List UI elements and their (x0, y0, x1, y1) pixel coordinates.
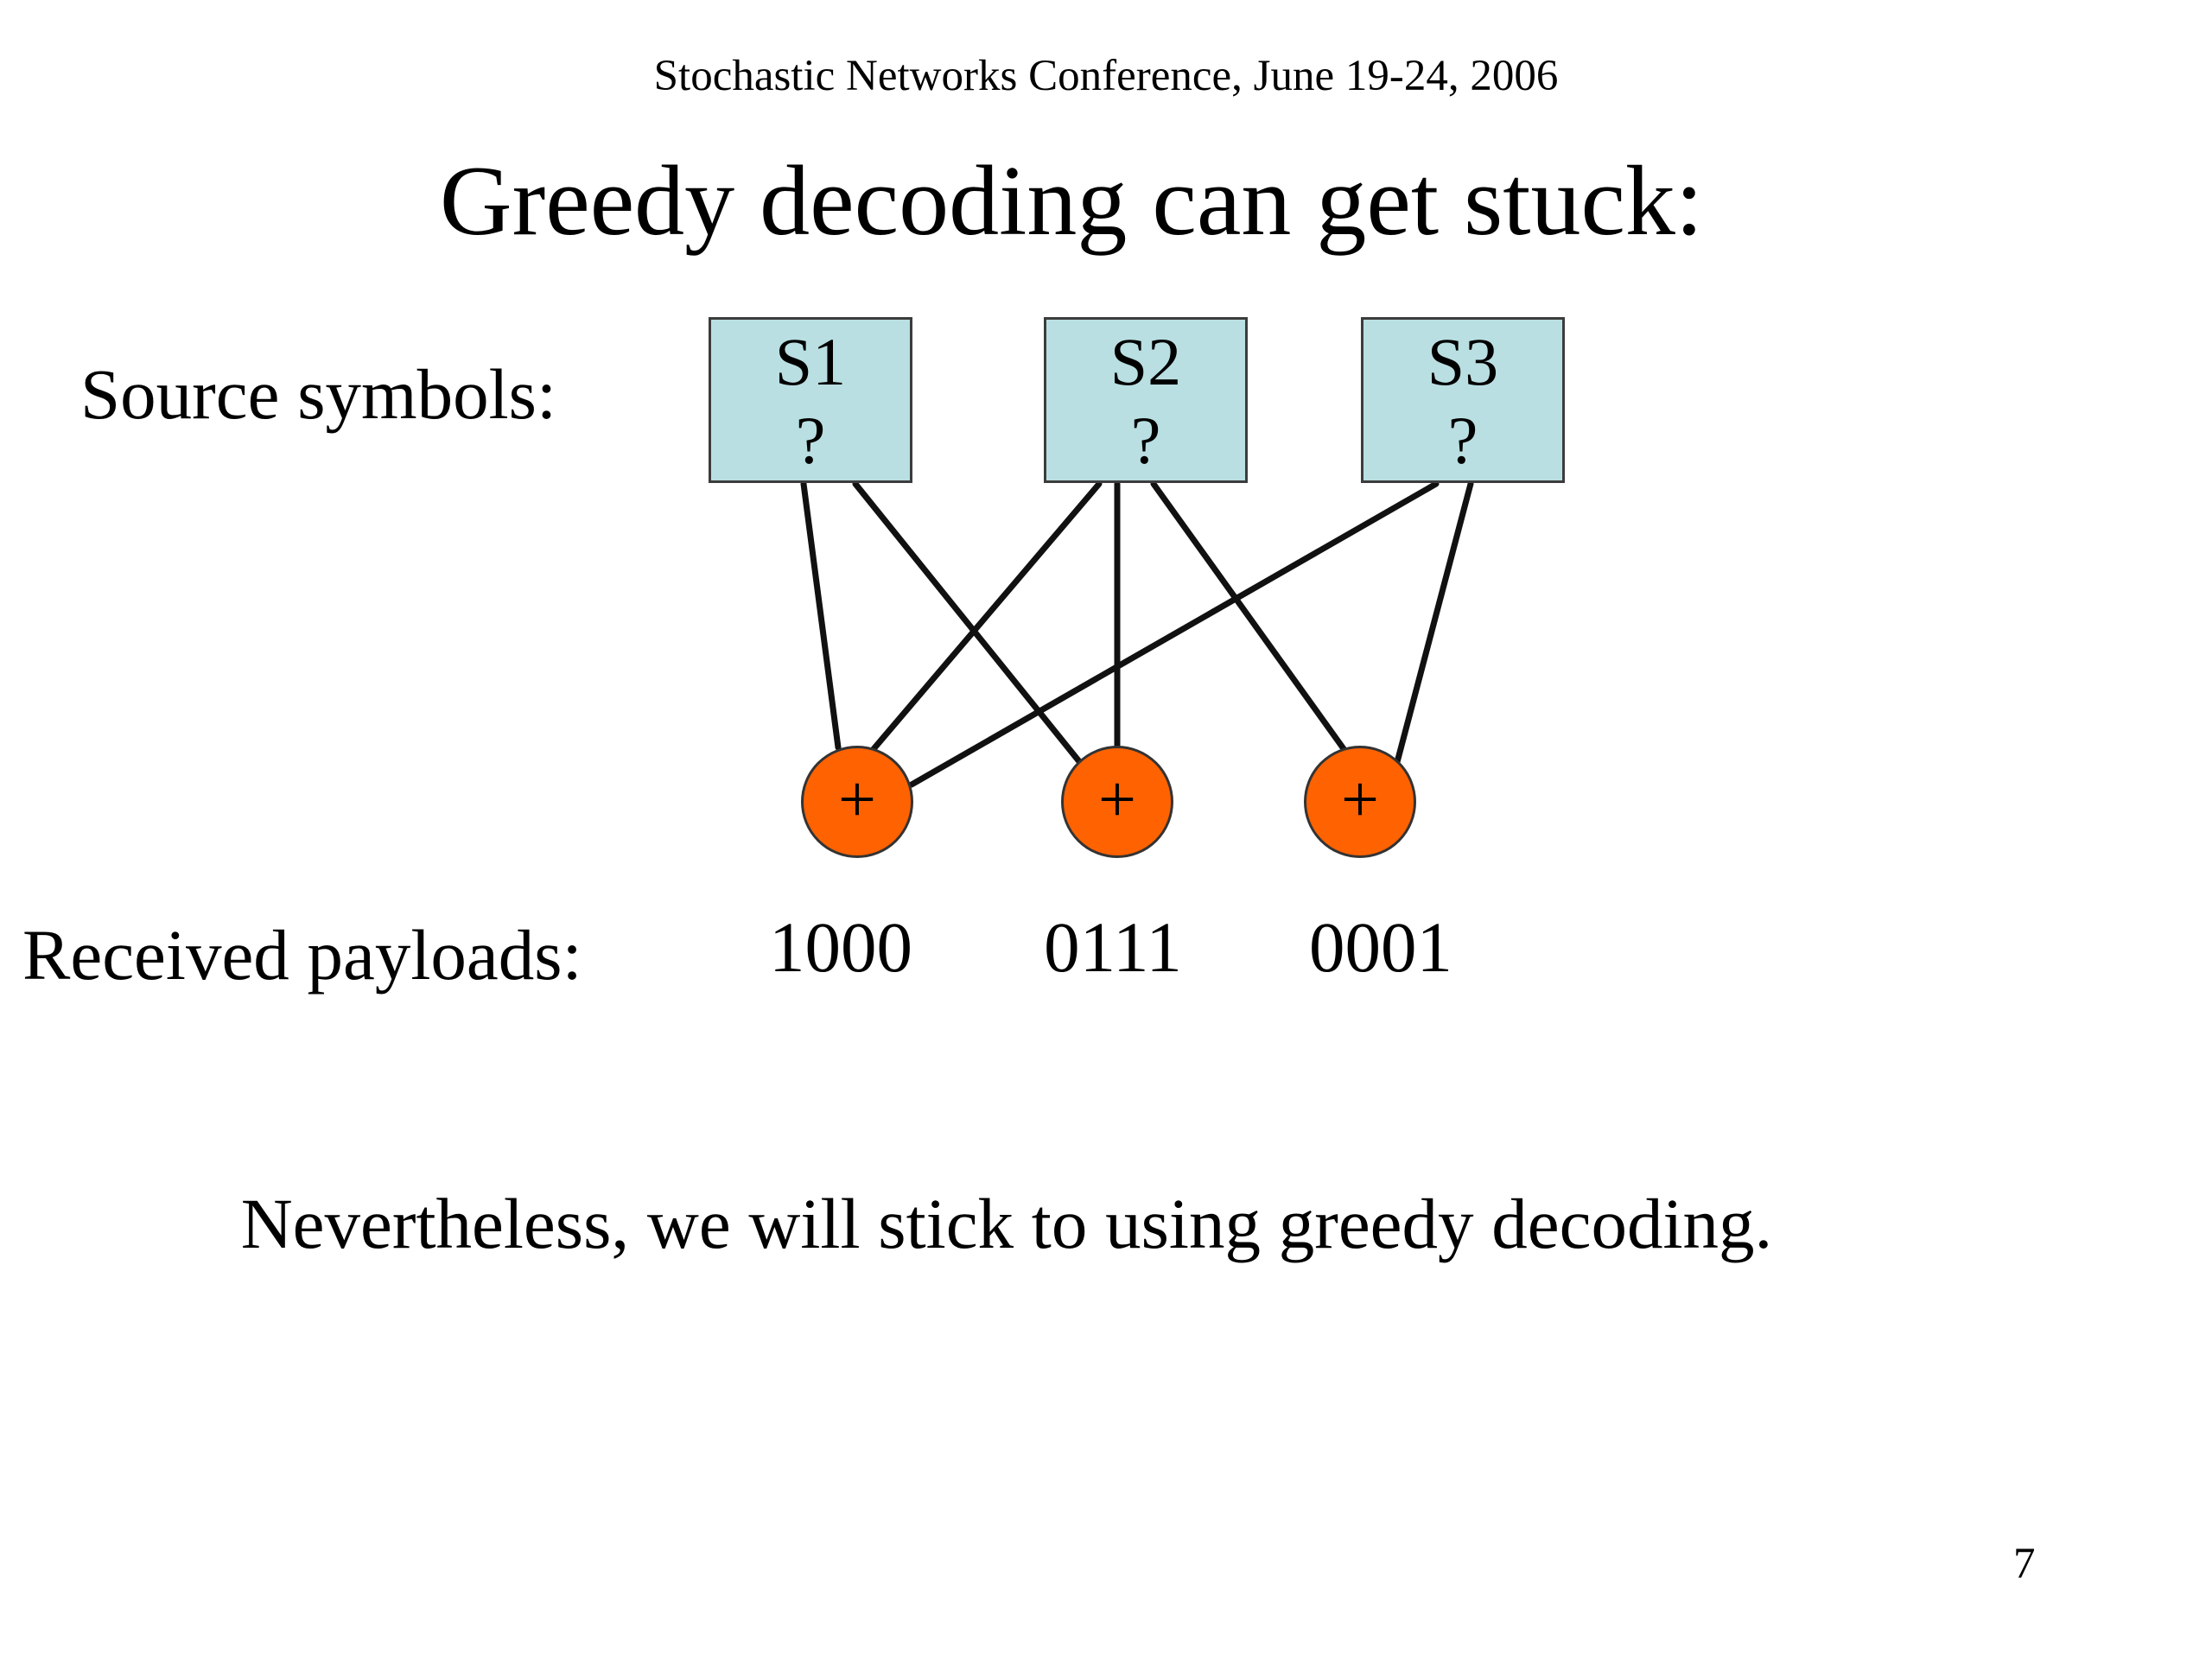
source-symbol-value: ? (1130, 403, 1161, 478)
source-symbol-name: S3 (1427, 324, 1499, 399)
edge-s2-node3 (1150, 480, 1348, 753)
footnote-text: Nevertheless, we will stick to using gre… (240, 1184, 1773, 1263)
edge-s3-node1 (908, 480, 1440, 788)
edge-s1-node2 (852, 480, 1085, 768)
source-symbol-value: ? (795, 403, 826, 478)
source-symbol-s3: S3 ? (1361, 317, 1565, 483)
conference-header: Stochastic Networks Conference, June 19-… (653, 52, 1559, 100)
source-symbol-s2: S2 ? (1044, 317, 1248, 483)
xor-node-2: + (1061, 746, 1173, 858)
edge-s2-node1 (869, 480, 1103, 753)
edge-s3-node3 (1394, 480, 1474, 766)
slide-title: Greedy decoding can get stuck: (439, 146, 1704, 257)
payload-1: 1000 (769, 907, 912, 987)
source-symbol-value: ? (1447, 403, 1478, 478)
xor-node-1: + (801, 746, 913, 858)
source-symbol-name: S1 (774, 324, 847, 399)
payload-2: 0111 (1044, 907, 1182, 987)
source-symbol-name: S2 (1109, 324, 1182, 399)
edge-s1-node1 (800, 480, 842, 751)
xor-node-3: + (1304, 746, 1416, 858)
payload-3: 0001 (1309, 907, 1452, 987)
source-symbols-label: Source symbols: (80, 354, 557, 434)
received-payloads-label: Received payloads: (22, 915, 582, 995)
source-symbol-s1: S1 ? (709, 317, 912, 483)
page-number: 7 (2013, 1540, 2036, 1588)
